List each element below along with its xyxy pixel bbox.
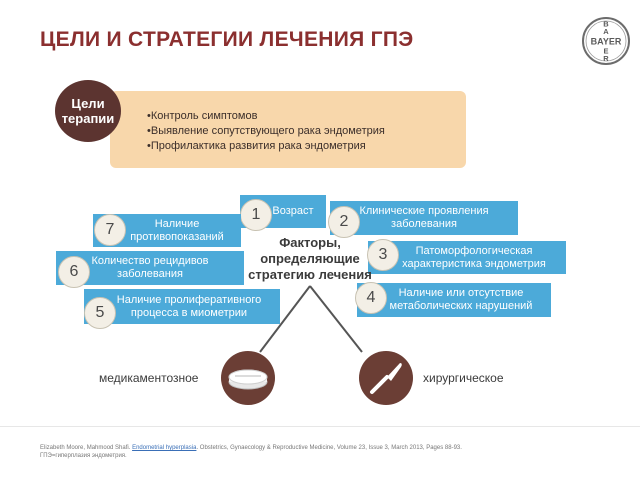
svg-text:E: E	[603, 47, 608, 56]
medical-treatment-circle	[221, 351, 275, 405]
factor-number-badge: 1	[240, 199, 272, 231]
factor-label: Наличие пролиферативного процесса в миом…	[116, 293, 262, 319]
factor-number-badge: 7	[94, 214, 126, 246]
goals-panel	[110, 91, 466, 168]
factors-center-label: Факторы, определяющие стратегию лечения	[248, 235, 372, 282]
factor-number-badge: 2	[328, 206, 360, 238]
citation-link[interactable]: Endometrial hyperplasia	[132, 445, 197, 451]
footer-citation: Elizabeth Moore, Mahmood Shafi. Endometr…	[40, 444, 620, 460]
page-title: ЦЕЛИ И СТРАТЕГИИ ЛЕЧЕНИЯ ГПЭ	[40, 28, 414, 51]
svg-text:A: A	[603, 27, 609, 36]
medical-treatment-label: медикаментозное	[99, 371, 199, 385]
factor-myometrium-box: Наличие пролиферативного процесса в миом…	[84, 289, 280, 324]
factor-label: Наличие или отсутствие метаболических на…	[389, 287, 533, 312]
factor-label: Клинические проявления заболевания	[359, 205, 489, 230]
factor-label: Наличие противопоказаний	[130, 217, 224, 243]
goals-list: •Контроль симптомов •Выявление сопутству…	[147, 109, 385, 154]
bayer-logo: BAYER B A E R	[582, 17, 630, 65]
abbreviation-note: ГПЭ=гиперплазия эндометрия.	[40, 453, 127, 459]
factor-label: Патоморфологическая характеристика эндом…	[402, 244, 546, 270]
surgical-treatment-circle	[359, 351, 413, 405]
goal-item: •Контроль симптомов	[147, 110, 258, 122]
factor-metabolic-box: Наличие или отсутствие метаболических на…	[357, 283, 551, 317]
citation-authors: Elizabeth Moore, Mahmood Shafi.	[40, 445, 131, 451]
factor-number-badge: 6	[58, 256, 90, 288]
svg-text:R: R	[603, 54, 609, 63]
factor-label: Возраст	[272, 205, 314, 217]
pill-icon	[228, 369, 268, 390]
factor-number-badge: 4	[355, 282, 387, 314]
factor-number-badge: 3	[367, 239, 399, 271]
factor-number-badge: 5	[84, 297, 116, 329]
citation-source: . Obstetrics, Gynaecology & Reproductive…	[196, 445, 462, 451]
footer-divider	[0, 426, 640, 427]
logo-horizontal-text: BAYER	[591, 37, 622, 47]
svg-text:B: B	[603, 20, 609, 29]
surgical-treatment-label: хирургическое	[423, 371, 504, 385]
factor-clinical-box: Клинические проявления заболевания	[330, 201, 518, 235]
factor-label: Количество рецидивов заболевания	[91, 255, 209, 280]
goal-item: •Профилактика развития рака эндометрия	[147, 140, 366, 152]
scalpel-icon	[370, 363, 402, 394]
goal-item: •Выявление сопутствующего рака эндометри…	[147, 125, 385, 137]
goals-label: Цели терапии	[61, 96, 115, 126]
goals-label-circle: Цели терапии	[55, 80, 121, 142]
factor-pathomorphology-box: Патоморфологическая характеристика эндом…	[368, 241, 566, 274]
